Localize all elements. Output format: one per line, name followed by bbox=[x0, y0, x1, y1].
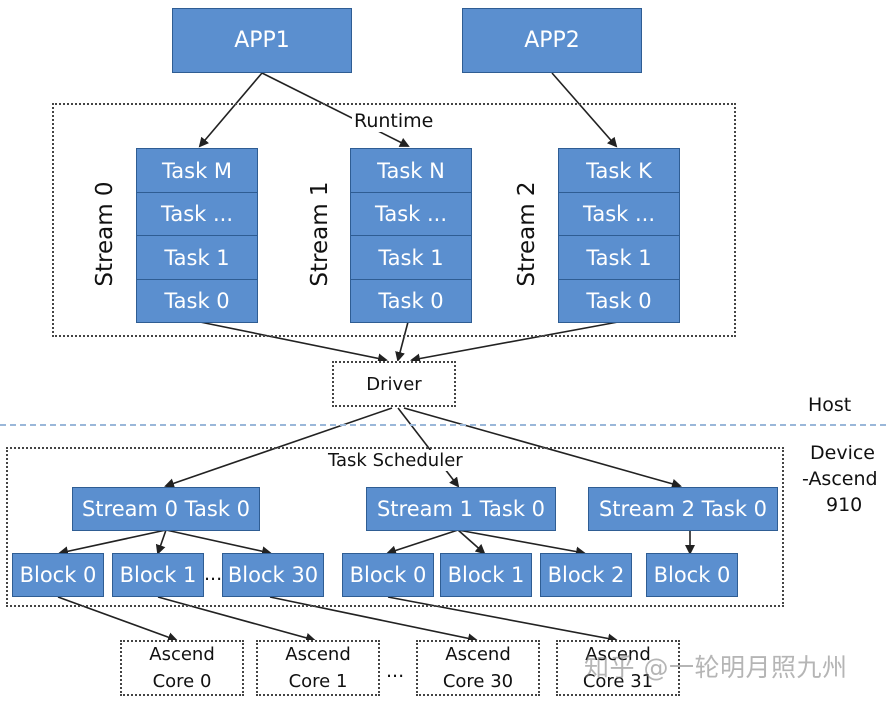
stream1-label: Stream 1 bbox=[307, 181, 333, 287]
stream0-task-ellipsis: Task ... bbox=[136, 192, 258, 236]
block-1-stream0: Block 1 bbox=[112, 553, 204, 597]
stream2-task-1: Task 1 bbox=[558, 235, 680, 280]
stream2-task-ellipsis: Task ... bbox=[558, 192, 680, 236]
arrow-st1-b1 bbox=[457, 529, 486, 555]
task-scheduler-container bbox=[6, 447, 784, 607]
block-0-stream2: Block 0 bbox=[646, 553, 738, 597]
stream1-task-1: Task 1 bbox=[350, 235, 472, 280]
stream2-task0-box: Stream 2 Task 0 bbox=[588, 487, 778, 531]
core31-line1: Ascend bbox=[585, 644, 651, 665]
ascend-core-30: Ascend Core 30 bbox=[416, 640, 540, 696]
arrow-st0-b30 bbox=[165, 529, 272, 557]
core1-line1: Ascend bbox=[285, 644, 351, 665]
stream2-label: Stream 2 bbox=[514, 181, 540, 287]
device-label-line1: Device bbox=[810, 442, 875, 464]
app2-box: APP2 bbox=[462, 8, 642, 73]
arrow-st0-b1 bbox=[155, 529, 167, 555]
arrow-stream1-driver bbox=[395, 321, 409, 362]
stream1-task-n: Task N bbox=[350, 148, 472, 193]
arrow-stream2-driver bbox=[410, 321, 619, 364]
block-0-stream0: Block 0 bbox=[12, 553, 104, 597]
core1-line2: Core 1 bbox=[288, 671, 348, 692]
stream0-label: Stream 0 bbox=[92, 181, 118, 287]
watermark-text: 知乎 @一轮明月照九州 bbox=[584, 653, 848, 682]
core-ellipsis: ... bbox=[386, 660, 405, 682]
arrow-st0-b0 bbox=[58, 529, 167, 557]
arrow-st1-b0 bbox=[386, 529, 459, 556]
stream1-task0-box: Stream 1 Task 0 bbox=[366, 487, 556, 531]
runtime-label: Runtime bbox=[352, 110, 436, 132]
stream1-task-0: Task 0 bbox=[350, 279, 472, 323]
driver-box: Driver bbox=[332, 361, 456, 407]
arrow-st1-b2 bbox=[457, 529, 586, 557]
core30-line1: Ascend bbox=[445, 644, 511, 665]
block-30-stream0: Block 30 bbox=[222, 553, 324, 597]
host-label: Host bbox=[808, 394, 852, 416]
stream2-task-k: Task K bbox=[558, 148, 680, 193]
arrow-b0b-core31 bbox=[387, 596, 618, 644]
arrow-stream0-driver bbox=[199, 321, 388, 364]
core31-line2: Core 31 bbox=[582, 671, 654, 692]
core0-line1: Ascend bbox=[149, 644, 215, 665]
task-scheduler-label: Task Scheduler bbox=[326, 450, 465, 471]
app1-box: APP1 bbox=[172, 8, 352, 73]
block-0-stream1: Block 0 bbox=[342, 553, 434, 597]
arrow-b0-core0 bbox=[57, 596, 178, 642]
arrow-b30-core30 bbox=[269, 596, 478, 644]
block-1-stream1: Block 1 bbox=[440, 553, 532, 597]
block-ellipsis: ... bbox=[204, 563, 223, 585]
arrow-b1-core1 bbox=[157, 596, 316, 643]
arrow-app2-stream2 bbox=[551, 72, 618, 148]
runtime-container bbox=[52, 103, 736, 337]
stream0-task-0: Task 0 bbox=[136, 279, 258, 323]
ascend-core-0: Ascend Core 0 bbox=[120, 640, 244, 696]
core30-line2: Core 30 bbox=[442, 671, 514, 692]
stream1-task-ellipsis: Task ... bbox=[350, 192, 472, 236]
device-label-line2: -Ascend bbox=[802, 468, 878, 490]
device-label-line3: 910 bbox=[826, 494, 863, 516]
block-2-stream1: Block 2 bbox=[540, 553, 632, 597]
host-device-separator bbox=[0, 424, 886, 426]
stream2-task-0: Task 0 bbox=[558, 279, 680, 323]
stream0-task-1: Task 1 bbox=[136, 235, 258, 280]
ascend-core-1: Ascend Core 1 bbox=[256, 640, 380, 696]
core0-line2: Core 0 bbox=[152, 671, 212, 692]
stream0-task0-box: Stream 0 Task 0 bbox=[72, 487, 260, 531]
stream0-task-m: Task M bbox=[136, 148, 258, 193]
arrow-app1-stream0 bbox=[198, 72, 263, 148]
arrow-app1-stream1 bbox=[261, 72, 410, 147]
ascend-core-31: Ascend Core 31 bbox=[556, 640, 680, 696]
